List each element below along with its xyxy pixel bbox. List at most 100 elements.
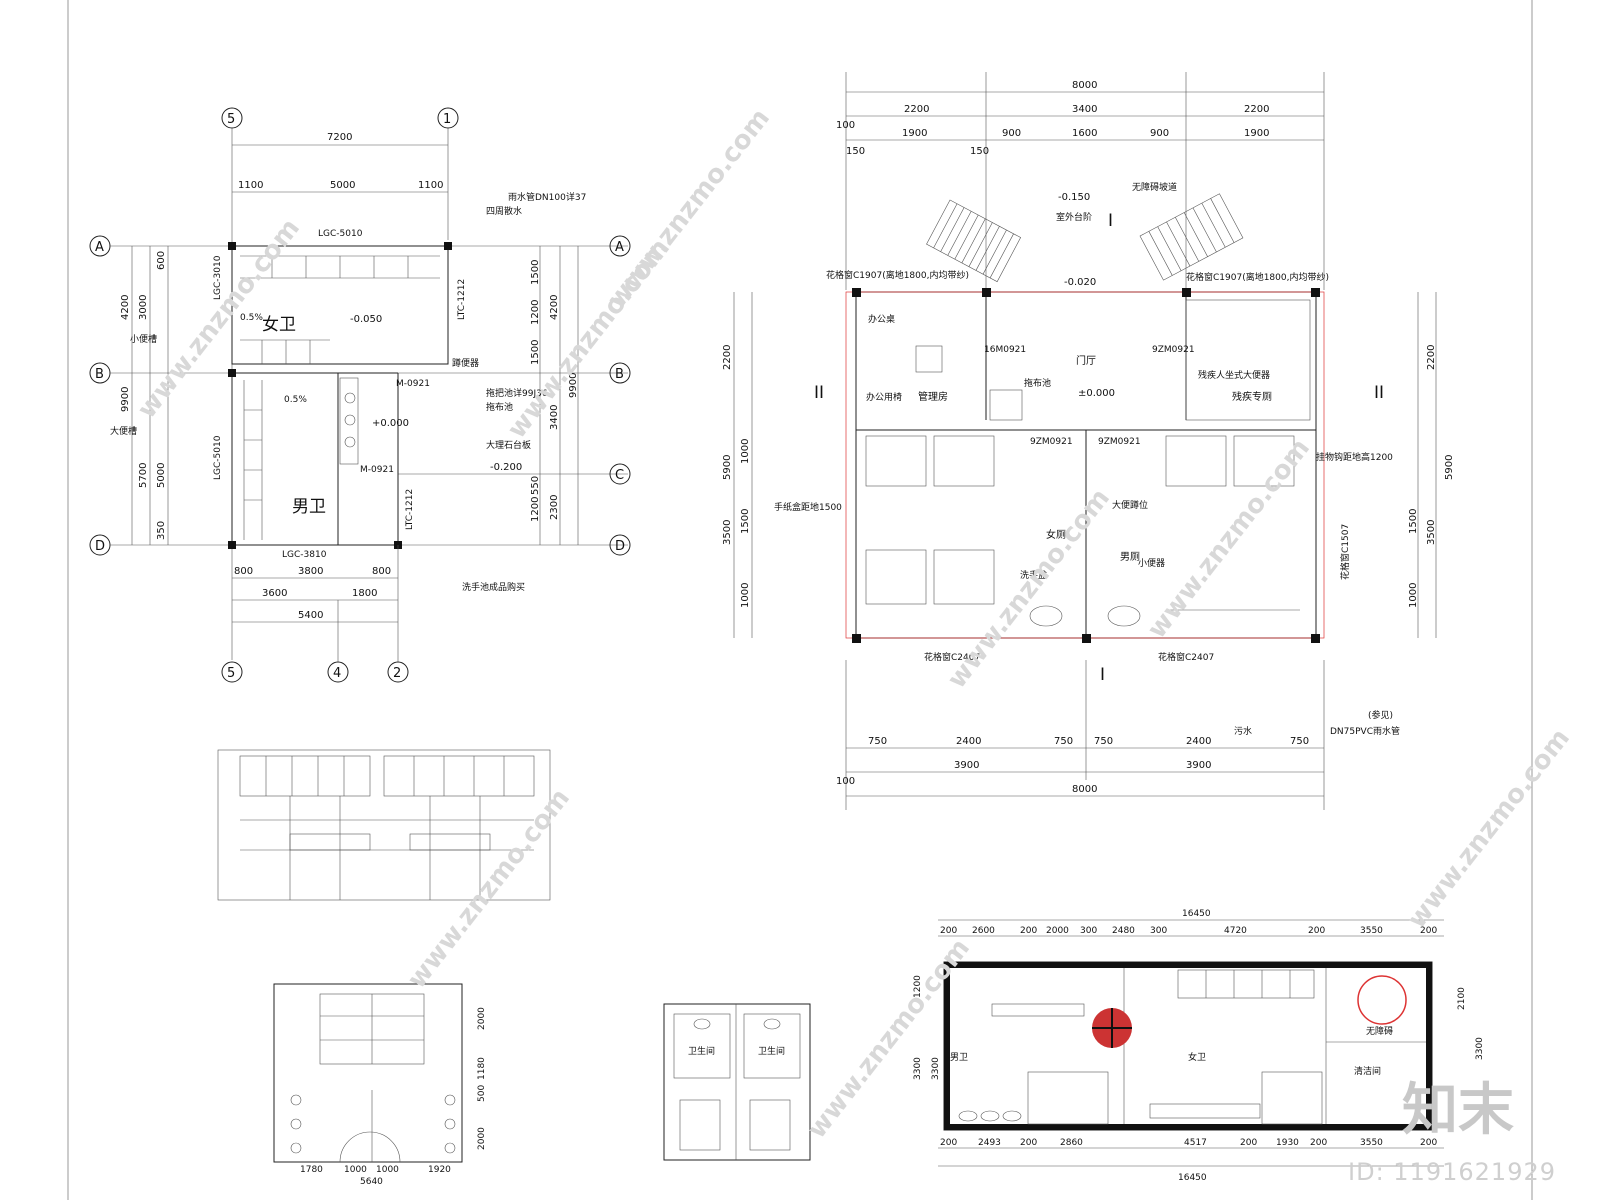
elevation-text: ±0.000 xyxy=(1078,388,1115,399)
svg-text:4517: 4517 xyxy=(1184,1138,1207,1148)
svg-text:350: 350 xyxy=(156,521,167,540)
fixture-label: 挂物钩距地高1200 xyxy=(1316,451,1393,463)
building-outline xyxy=(943,961,1433,1131)
plan-bottom-left: 1780 1000 1000 1920 5640 2000 1180 500 2… xyxy=(273,983,487,1187)
men-restroom-walls xyxy=(231,372,339,546)
svg-text:300: 300 xyxy=(1150,926,1167,936)
svg-text:5640: 5640 xyxy=(360,1177,383,1187)
svg-text:3500: 3500 xyxy=(1426,520,1437,545)
svg-text:150: 150 xyxy=(846,146,865,157)
svg-text:2200: 2200 xyxy=(1426,345,1437,370)
svg-text:100: 100 xyxy=(836,776,855,787)
svg-text:1800: 1800 xyxy=(352,588,377,599)
svg-text:5400: 5400 xyxy=(298,610,323,621)
svg-text:2493: 2493 xyxy=(978,1138,1001,1148)
room-name: 无障碍 xyxy=(1366,1025,1393,1037)
grid-axis-label: D xyxy=(615,539,625,554)
window-tag: LGC-5010 xyxy=(318,229,363,239)
plan-top-right: 8000 2200 3400 2200 1900 900 1600 900 19… xyxy=(722,72,1455,810)
svg-text:200: 200 xyxy=(1240,1138,1257,1148)
svg-text:3900: 3900 xyxy=(954,760,979,771)
svg-text:200: 200 xyxy=(940,926,957,936)
plan-fixture-layout xyxy=(217,749,551,901)
svg-text:1000: 1000 xyxy=(740,439,751,464)
fixture-label: 办公桌 xyxy=(868,313,895,325)
section-mark: II xyxy=(814,383,824,403)
svg-text:1900: 1900 xyxy=(1244,128,1269,139)
fixture-label: 无障碍坡道 xyxy=(1132,181,1177,193)
slope-text: 0.5% xyxy=(240,313,263,323)
room-name: 女卫 xyxy=(1188,1051,1206,1063)
fixture-label: 小便器 xyxy=(1138,557,1165,569)
svg-text:3300: 3300 xyxy=(913,1057,923,1080)
svg-text:1000: 1000 xyxy=(1408,583,1419,608)
svg-text:200: 200 xyxy=(1310,1138,1327,1148)
elevation-text: -0.050 xyxy=(350,314,382,325)
svg-text:2200: 2200 xyxy=(722,345,733,370)
svg-text:2300: 2300 xyxy=(549,495,560,520)
svg-text:3300: 3300 xyxy=(1475,1037,1485,1060)
svg-text:4200: 4200 xyxy=(549,295,560,320)
svg-text:3800: 3800 xyxy=(298,566,323,577)
svg-text:1000: 1000 xyxy=(376,1165,399,1175)
elevation-text: -0.150 xyxy=(1058,192,1090,203)
svg-text:1500: 1500 xyxy=(740,509,751,534)
grid-axis-label: D xyxy=(95,539,105,554)
accessible-sign xyxy=(1357,975,1407,1025)
svg-text:1200: 1200 xyxy=(913,975,923,998)
window-tag: LTC-1212 xyxy=(405,489,415,530)
grid-axis-label: B xyxy=(615,367,624,382)
fixture-label: (参见) xyxy=(1368,709,1393,721)
note-text: 雨水管DN100详37 xyxy=(508,191,586,203)
note-text: 四周散水 xyxy=(486,205,522,217)
window-tag: LGC-3010 xyxy=(213,255,223,300)
fixture-label: 污水 xyxy=(1234,725,1252,737)
svg-text:600: 600 xyxy=(156,251,167,270)
grid-axis-label: 2 xyxy=(393,666,401,681)
window-tag: 花格窗C1507 xyxy=(1339,524,1351,580)
svg-text:750: 750 xyxy=(1094,736,1113,747)
svg-text:2480: 2480 xyxy=(1112,926,1135,936)
fixture-label: DN75PVC雨水管 xyxy=(1330,725,1400,737)
watermark: www.znzmo.com xyxy=(942,483,1116,694)
room-name: 男卫 xyxy=(292,497,326,517)
svg-text:200: 200 xyxy=(1020,926,1037,936)
watermark: www.znzmo.com xyxy=(602,103,776,314)
svg-text:5000: 5000 xyxy=(156,463,167,488)
svg-text:16450: 16450 xyxy=(1182,909,1211,919)
svg-text:900: 900 xyxy=(1150,128,1169,139)
door-tag: M-0921 xyxy=(396,379,430,389)
svg-text:1200: 1200 xyxy=(530,497,541,522)
svg-text:2000: 2000 xyxy=(1046,926,1069,936)
women-restroom-walls xyxy=(231,245,449,365)
door-tag: M-0921 xyxy=(360,465,394,475)
section-mark: I xyxy=(1108,211,1113,231)
dim-text: 7200 xyxy=(327,132,352,143)
grid-axis-label: A xyxy=(95,240,104,255)
room-name: 女厕 xyxy=(1046,528,1066,541)
svg-text:16450: 16450 xyxy=(1178,1173,1207,1183)
svg-text:5900: 5900 xyxy=(1444,455,1455,480)
svg-text:200: 200 xyxy=(1020,1138,1037,1148)
svg-text:3400: 3400 xyxy=(549,405,560,430)
svg-text:550: 550 xyxy=(530,476,541,495)
room-name: 男卫 xyxy=(950,1052,968,1063)
note-text: 小便槽 xyxy=(130,333,157,345)
svg-text:3400: 3400 xyxy=(1072,104,1097,115)
svg-text:2200: 2200 xyxy=(904,104,929,115)
fixture-label: 残疾人坐式大便器 xyxy=(1198,369,1270,381)
grid-axis-label: C xyxy=(615,468,624,483)
door-tag: 9ZM0921 xyxy=(1152,345,1195,355)
grid-axis-label: 1 xyxy=(443,112,451,127)
svg-text:1780: 1780 xyxy=(300,1165,323,1175)
grid-axis-label: 5 xyxy=(227,666,235,681)
svg-text:500: 500 xyxy=(477,1085,487,1102)
grid-axis-label: B xyxy=(95,367,104,382)
svg-text:2860: 2860 xyxy=(1060,1138,1083,1148)
fixture-label: 手纸盒距地1500 xyxy=(774,501,842,513)
svg-text:1600: 1600 xyxy=(1072,128,1097,139)
room-name: 卫生间 xyxy=(758,1045,785,1057)
svg-text:1000: 1000 xyxy=(344,1165,367,1175)
grid-axis-label: 5 xyxy=(227,112,235,127)
